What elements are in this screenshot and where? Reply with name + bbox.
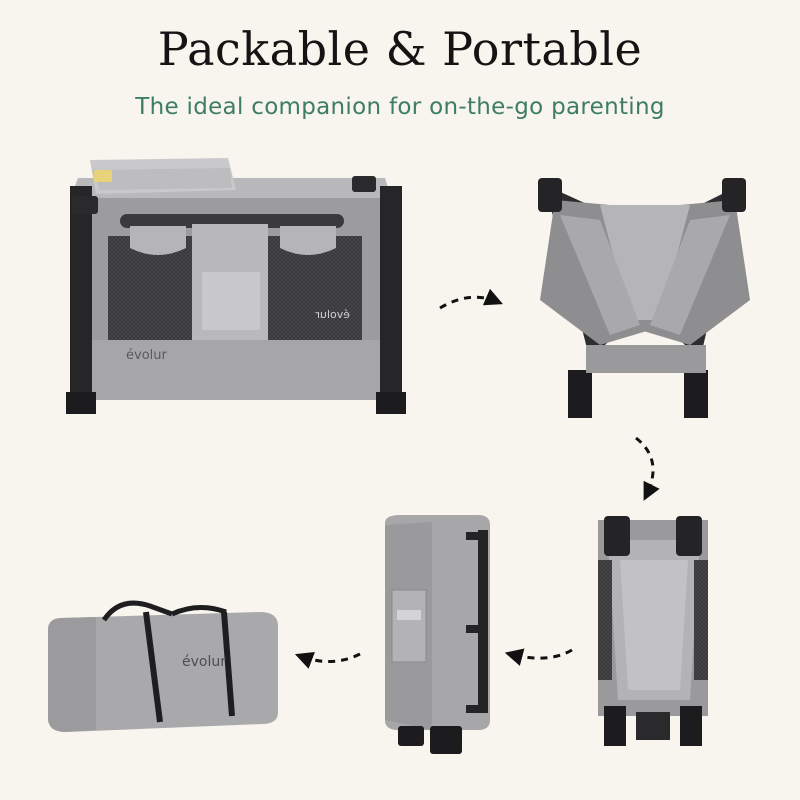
arrow-step-3-to-4	[504, 648, 573, 666]
playard-in-bag-upright	[385, 515, 490, 754]
playard-logo-mirrored: évolur	[315, 308, 350, 321]
arrow-step-2-to-3	[635, 436, 660, 501]
playard-logo: évolur	[126, 348, 167, 363]
arrow-step-4-to-5	[294, 651, 361, 669]
travel-bag	[48, 600, 278, 732]
unfolded-playard	[66, 158, 406, 414]
arrow-step-1-to-2	[439, 288, 503, 310]
page-title: Packable & Portable	[157, 22, 643, 76]
fully-folded-playard	[598, 516, 708, 746]
page-subtitle: The ideal companion for on-the-go parent…	[135, 94, 665, 120]
bag-logo: évolur	[182, 654, 226, 670]
half-folded-playard	[538, 178, 750, 418]
